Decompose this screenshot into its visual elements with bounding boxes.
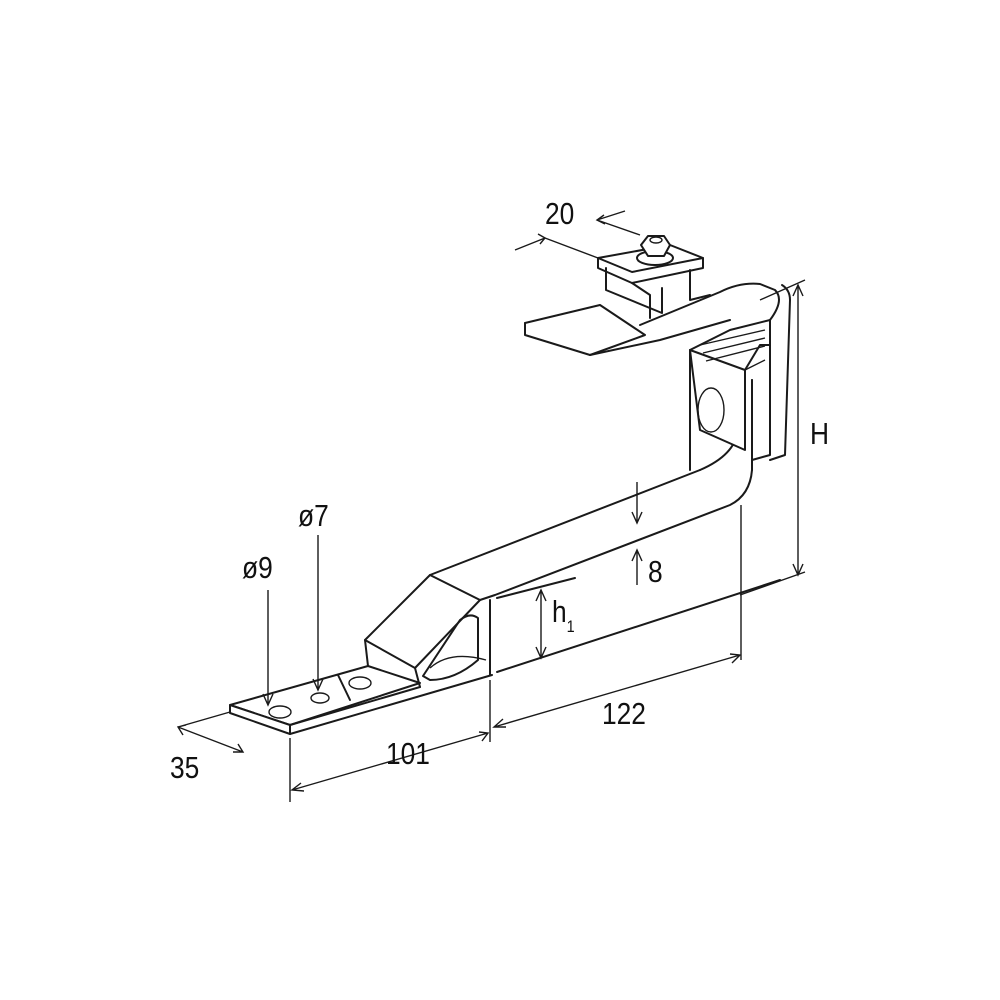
hole-9: [268, 705, 292, 719]
dim-h-label: H: [810, 416, 830, 451]
dim-101-label: 101: [386, 736, 430, 771]
dimension-lines: [176, 210, 806, 802]
hole-7-label: ø7: [298, 498, 329, 533]
hole-9-label: ø9: [242, 550, 273, 585]
dim-122-label: 122: [602, 696, 646, 731]
base-plate: [229, 665, 493, 735]
vertical-hole: [697, 387, 725, 433]
dim-20-label: 20: [545, 196, 575, 231]
hole-slot: [348, 676, 372, 690]
hook-arm: [364, 282, 791, 688]
dim-35-label: 35: [170, 750, 200, 785]
dim-h1-sub: 1: [566, 617, 575, 636]
dim-h1-label: h1: [552, 596, 575, 635]
dim-h1-main: h: [552, 594, 567, 629]
dim-8-label: 8: [648, 554, 663, 589]
hex-nut: [636, 235, 674, 266]
hole-7: [310, 692, 330, 704]
top-clamp: [524, 235, 731, 356]
